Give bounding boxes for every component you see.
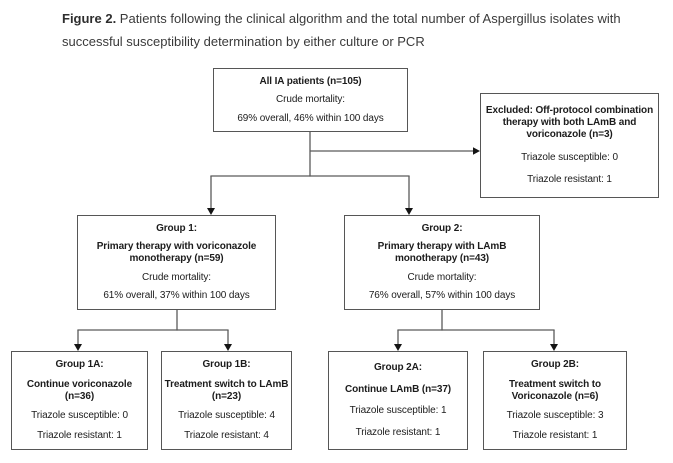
box-body-line: Triazole susceptible: 0 <box>521 152 618 164</box>
box-body-line: 76% overall, 57% within 100 days <box>369 290 515 302</box>
box-subtitle-line: Primary therapy with voriconazole <box>96 241 257 253</box>
box-subtitle-line: monotherapy (n=59) <box>129 253 224 265</box>
box-title: Excluded: Off-protocol combination thera… <box>486 105 653 141</box>
crude-mortality-label: Crude mortality: <box>142 271 211 283</box>
triazole-resistant: Triazole resistant: 1 <box>527 174 612 186</box>
arrowhead-group2a <box>394 344 402 351</box>
triazole-resistant: Triazole resistant: 1 <box>355 427 441 439</box>
mortality-values: 69% overall, 46% within 100 days <box>237 112 384 124</box>
box-subtitle-line: (n=23) <box>211 390 242 402</box>
box-body-line: Triazole susceptible: 1 <box>350 405 447 417</box>
crude-mortality-label: Crude mortality: <box>407 271 477 283</box>
box-body-line: Triazole resistant: 1 <box>527 174 612 186</box>
box-subtitle-line: Treatment switch to <box>508 378 601 390</box>
box-title-line: therapy with both LAmB and <box>502 116 637 128</box>
triazole-susceptible: Triazole susceptible: 0 <box>31 410 128 422</box>
arrowhead-group1b <box>224 344 232 351</box>
flow-box-group1: Group 1: Primary therapy with voriconazo… <box>77 215 276 310</box>
box-title: All IA patients (n=105) <box>259 76 361 88</box>
box-body-line: Triazole susceptible: 3 <box>507 410 604 422</box>
box-body-line: 61% overall, 37% within 100 days <box>103 290 249 302</box>
box-title: Group 1B: <box>203 359 251 371</box>
box-body-line: Triazole susceptible: 4 <box>178 410 275 422</box>
triazole-resistant: Triazole resistant: 1 <box>37 429 122 441</box>
box-subtitle-line: Voriconazole (n=6) <box>511 390 599 402</box>
flow-box-excluded: Excluded: Off-protocol combination thera… <box>480 93 659 198</box>
box-body-line: Crude mortality: <box>276 94 345 106</box>
figure-caption-text: Patients following the clinical algorith… <box>62 11 621 49</box>
arrowhead-group2 <box>405 208 413 215</box>
box-subtitle: Primary therapy with voriconazole monoth… <box>97 241 257 265</box>
box-subtitle: Treatment switch to LAmB (n=23) <box>165 379 289 403</box>
box-body-line: Crude mortality: <box>408 272 477 284</box>
figure-label: Figure 2. <box>62 11 117 26</box>
triazole-resistant: Triazole resistant: 1 <box>512 429 598 441</box>
triazole-susceptible: Triazole susceptible: 4 <box>178 410 275 422</box>
figure-caption: Figure 2. Patients following the clinica… <box>62 7 647 53</box>
triazole-susceptible: Triazole susceptible: 1 <box>349 405 447 417</box>
box-title-line: Group 2B: <box>531 359 579 371</box>
box-body-line: Crude mortality: <box>142 272 211 284</box>
arrowhead-group2b <box>550 344 558 351</box>
mortality-values: 76% overall, 57% within 100 days <box>368 290 516 302</box>
box-title: Group 1: <box>156 223 197 235</box>
box-title-line: Group 1B: <box>202 359 251 371</box>
flow-box-group2a: Group 2A: Continue LAmB (n=37) Triazole … <box>328 351 468 450</box>
arrowhead-group1 <box>207 208 215 215</box>
box-title: Group 1A: <box>56 359 104 371</box>
triazole-susceptible: Triazole susceptible: 3 <box>506 410 604 422</box>
box-subtitle-line: Treatment switch to LAmB <box>164 378 289 390</box>
triazole-resistant: Triazole resistant: 4 <box>184 429 269 441</box>
box-body-line: Triazole resistant: 1 <box>513 430 598 442</box>
box-title: Group 2B: <box>531 359 579 371</box>
box-title: Group 2A: <box>374 362 422 374</box>
box-title-line: Group 1: <box>156 222 197 234</box>
box-body-line: Triazole resistant: 4 <box>184 430 269 442</box>
box-subtitle-line: Continue voriconazole <box>26 378 133 390</box>
box-body-line: 69% overall, 46% within 100 days <box>237 113 383 125</box>
box-title-line: All IA patients (n=105) <box>259 75 362 87</box>
flow-box-group2: Group 2: Primary therapy with LAmB monot… <box>344 215 540 310</box>
box-title: Group 2: <box>422 223 463 235</box>
flow-box-all-ia-patients: All IA patients (n=105) Crude mortality:… <box>213 68 408 132</box>
box-subtitle-line: Primary therapy with LAmB <box>377 241 507 253</box>
box-title-line: Group 2: <box>421 222 463 234</box>
box-subtitle: Continue LAmB (n=37) <box>345 384 451 396</box>
triazole-susceptible: Triazole susceptible: 0 <box>521 151 618 163</box>
arrowhead-excluded <box>473 147 480 155</box>
flow-box-group1b: Group 1B: Treatment switch to LAmB (n=23… <box>161 351 292 450</box>
box-title-line: Group 1A: <box>55 359 104 371</box>
crude-mortality-label: Crude mortality: <box>276 94 345 105</box>
box-body-line: Triazole susceptible: 0 <box>31 410 128 422</box>
arrowhead-group1a <box>74 344 82 351</box>
box-title-line: Group 2A: <box>374 361 422 373</box>
mortality-values: 61% overall, 37% within 100 days <box>103 290 250 302</box>
box-body-line: Triazole resistant: 1 <box>356 427 441 439</box>
box-title-line: voriconazole (n=3) <box>526 128 613 140</box>
flow-box-group1a: Group 1A: Continue voriconazole (n=36) T… <box>11 351 148 450</box>
flow-box-group2b: Group 2B: Treatment switch to Voriconazo… <box>483 351 627 450</box>
box-subtitle-line: Continue LAmB (n=37) <box>344 383 452 395</box>
box-subtitle-line: (n=36) <box>64 390 95 402</box>
box-title-line: Excluded: Off-protocol combination <box>485 104 654 116</box>
box-subtitle: Primary therapy with LAmB monotherapy (n… <box>378 241 507 265</box>
box-subtitle-line: monotherapy (n=43) <box>394 253 490 265</box>
box-subtitle: Treatment switch to Voriconazole (n=6) <box>509 379 601 403</box>
box-subtitle: Continue voriconazole (n=36) <box>27 379 132 403</box>
box-body-line: Triazole resistant: 1 <box>37 430 122 442</box>
